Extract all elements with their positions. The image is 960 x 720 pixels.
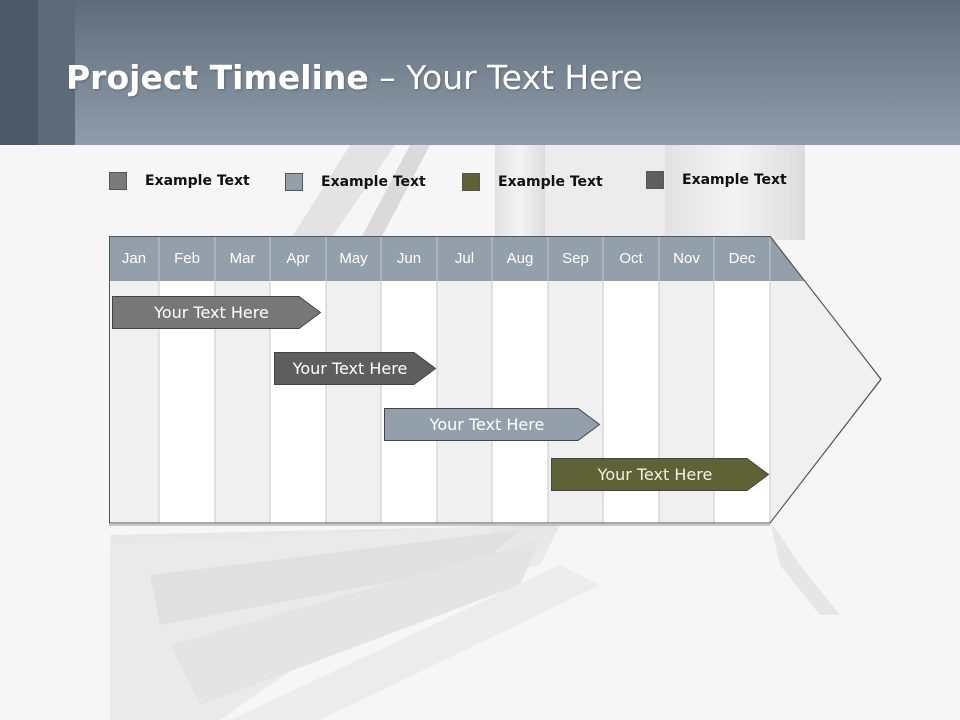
legend-item: Example Text <box>109 171 250 191</box>
legend-item: Example Text <box>646 170 787 190</box>
task-arrow-shape <box>112 296 322 329</box>
task-label: Your Text Here <box>292 359 408 378</box>
task-arrow-shape <box>274 352 437 385</box>
month-label-aug: Aug <box>506 250 534 267</box>
task-arrow: Your Text Here <box>112 296 322 329</box>
month-label-may: May <box>339 250 368 267</box>
month-label-jan: Jan <box>121 250 147 267</box>
task-arrow: Your Text Here <box>551 458 770 491</box>
month-label-feb: Feb <box>174 250 200 267</box>
month-label-apr: Apr <box>286 250 310 267</box>
legend-label: Example Text <box>321 174 426 190</box>
month-column <box>437 281 492 523</box>
legend-label: Example Text <box>498 174 603 190</box>
legend-swatch <box>285 173 303 191</box>
month-column <box>381 281 437 523</box>
timeline-outline <box>109 236 882 524</box>
header-band: Project Timeline – Your Text Here <box>0 0 960 145</box>
month-header-band <box>109 236 804 281</box>
title-rest: – Your Text Here <box>368 58 643 97</box>
legend-swatch <box>109 172 127 190</box>
timeline: Jan Feb Mar Apr May Jun Jul Aug Sep Oct Nov Dec You… <box>109 236 884 526</box>
task-label: Your Text Here <box>154 303 269 322</box>
task-arrow: Your Text Here <box>274 352 437 385</box>
task-arrow: Your Text Here <box>384 408 601 441</box>
task-arrow-shape <box>551 458 770 491</box>
task-label: Your Text Here <box>429 415 545 434</box>
month-label-oct: Oct <box>619 250 643 267</box>
month-label-mar: Mar <box>229 250 256 267</box>
legend-swatch <box>646 171 664 189</box>
legend-label: Example Text <box>145 173 250 189</box>
legend-label: Example Text <box>682 172 787 188</box>
legend-item: Example Text <box>285 172 426 192</box>
task-arrow-shape <box>384 408 601 441</box>
header-accent-stripe <box>38 0 75 145</box>
legend-swatch <box>462 173 480 191</box>
month-label-dec: Dec <box>728 250 756 267</box>
task-label: Your Text Here <box>597 465 713 484</box>
month-label-jul: Jul <box>454 250 475 267</box>
month-label-nov: Nov <box>673 250 700 267</box>
slide-title: Project Timeline – Your Text Here <box>66 58 643 97</box>
title-bold: Project Timeline <box>66 58 369 97</box>
month-column <box>492 281 548 523</box>
header-accent-stripe <box>0 0 38 145</box>
month-label-sep: Sep <box>562 250 589 267</box>
month-column <box>326 281 381 523</box>
legend-item: Example Text <box>462 172 603 192</box>
month-label-jun: Jun <box>396 250 422 267</box>
